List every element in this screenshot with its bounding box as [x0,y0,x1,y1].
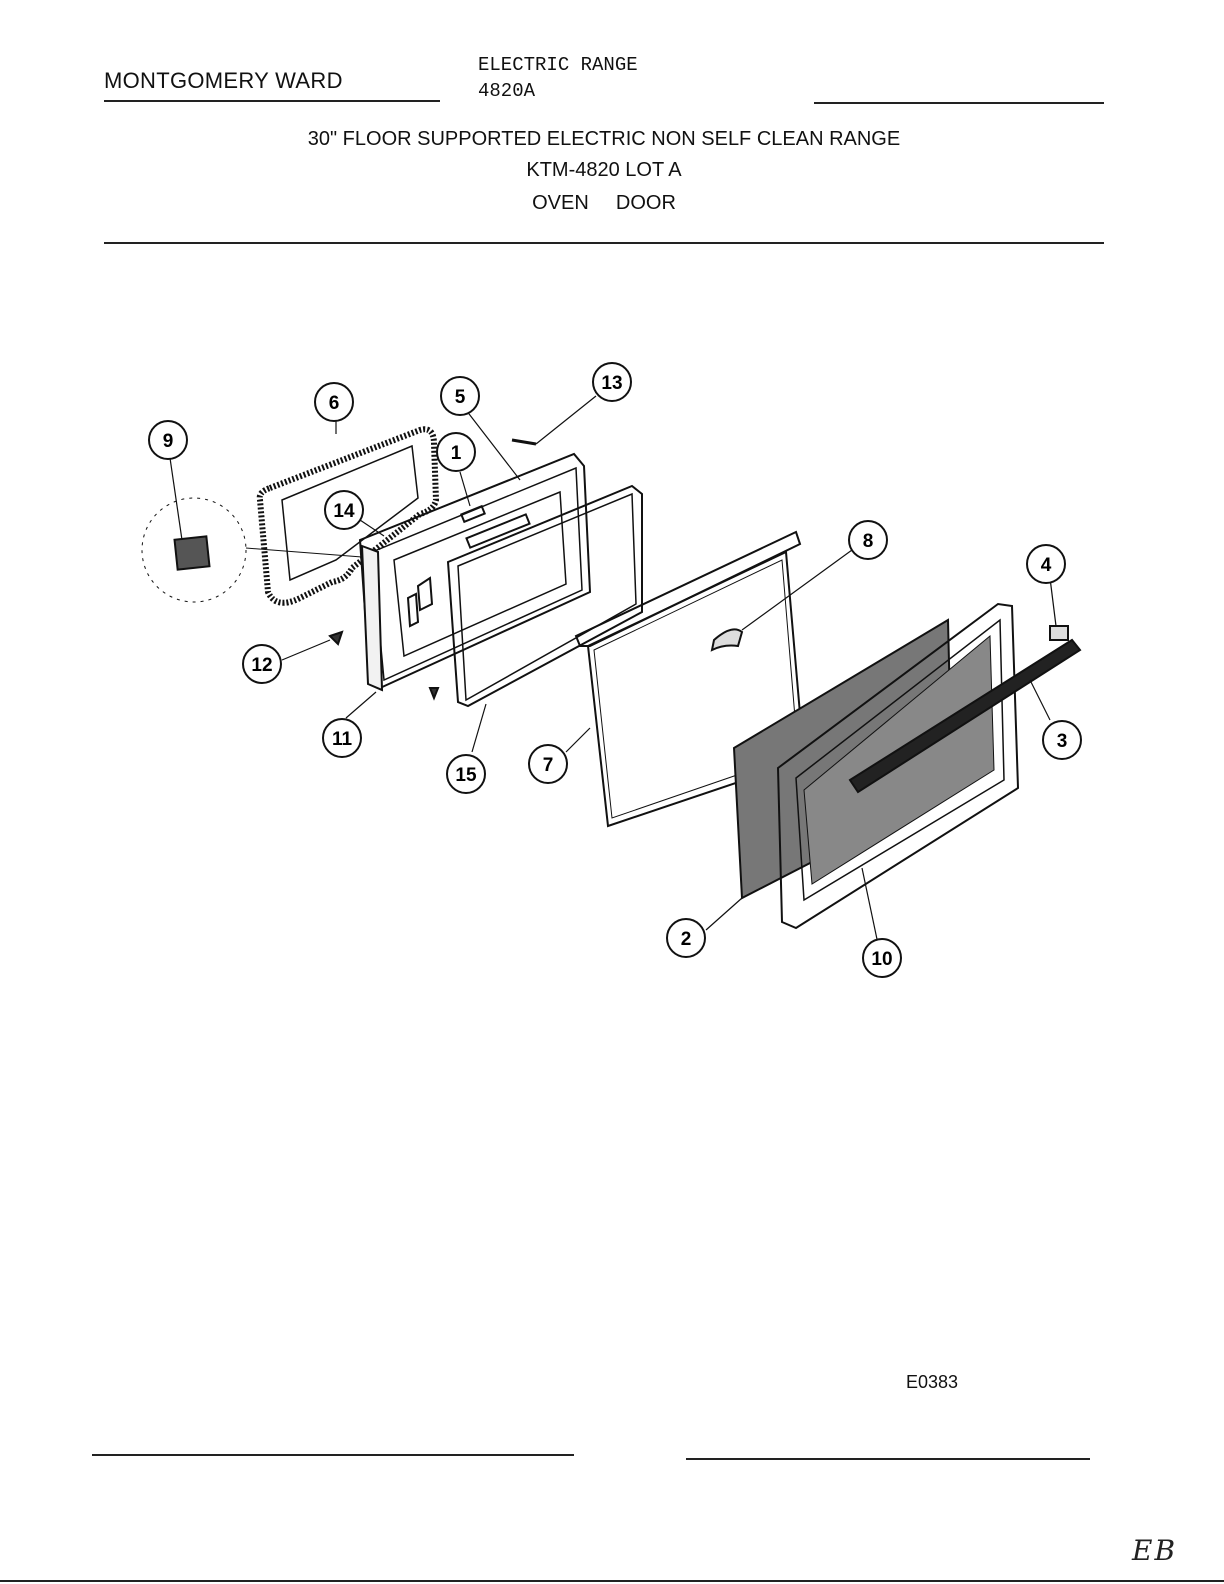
callout-circle [592,362,632,402]
callout-2: 2 [666,918,706,958]
callout-label: 1 [451,443,462,464]
callout-13: 13 [592,362,632,402]
callout-label: 2 [681,929,692,950]
callout-circle [436,432,476,472]
screw-part-13 [511,395,597,446]
callout-10: 10 [862,938,902,978]
header-rule-right [814,102,1104,104]
callout-circle [862,938,902,978]
page-bottom-rule [0,1580,1224,1582]
model-number: 4820A [478,80,536,102]
callout-15: 15 [446,754,486,794]
callout-circle [528,744,568,784]
callout-label: 7 [543,755,554,776]
diagram-title: 30" FLOOR SUPPORTED ELECTRIC NON SELF CL… [307,128,901,150]
callout-label: 13 [601,373,622,394]
callout-12: 12 [242,644,282,684]
callout-8: 8 [848,520,888,560]
callout-label: 11 [332,729,353,750]
callout-11: 11 [322,718,362,758]
callout-3: 3 [1042,720,1082,760]
footer-rule-right [686,1458,1090,1460]
diagram-subtitle: KTM-4820 LOT A [526,159,682,181]
callout-circle [1042,720,1082,760]
callout-circle [440,376,480,416]
callout-1: 1 [436,432,476,472]
callout-5: 5 [440,376,480,416]
door-handle-part-3 [848,638,1082,794]
callout-label: 3 [1057,731,1068,752]
door-panel-part-15 [446,484,643,708]
model-type: ELECTRIC RANGE [478,54,638,76]
callout-label: 6 [329,393,340,414]
brand-name: MONTGOMERY WARD [104,68,343,93]
callout-4: 4 [1026,544,1066,584]
callout-label: 9 [163,431,174,452]
door-gasket-part-6 [256,426,440,606]
callout-circle [848,520,888,560]
handle-end-cap-part-4 [1049,577,1069,641]
callout-label: 4 [1041,555,1052,576]
callout-label: 10 [871,949,892,970]
callout-6: 6 [314,382,354,422]
callout-9: 9 [148,420,188,460]
callout-circle [666,918,706,958]
callout-circle [242,644,282,684]
callout-circle [324,490,364,530]
title-rule [104,242,1104,244]
callout-circle [1026,544,1066,584]
callout-label: 15 [455,765,477,786]
vent-detail-part-9 [141,497,363,603]
callout-label: 12 [251,655,272,676]
callout-7: 7 [528,744,568,784]
callout-circle [314,382,354,422]
callout-circle [148,420,188,460]
footer-rule-left [92,1454,574,1456]
callout-circle [446,754,486,794]
callout-circle [322,718,362,758]
callout-14: 14 [324,490,364,530]
section-title: OVEN DOOR [532,192,676,214]
inner-door-liner-part-5 [358,452,592,692]
screw-part-12 [281,630,344,661]
diagram-code: E0383 [906,1372,959,1392]
callout-label: 8 [863,531,874,552]
callout-label: 5 [455,387,466,408]
header-rule-left [104,100,440,102]
handwritten-initials: EB [1132,1534,1178,1567]
callout-label: 14 [333,501,355,522]
